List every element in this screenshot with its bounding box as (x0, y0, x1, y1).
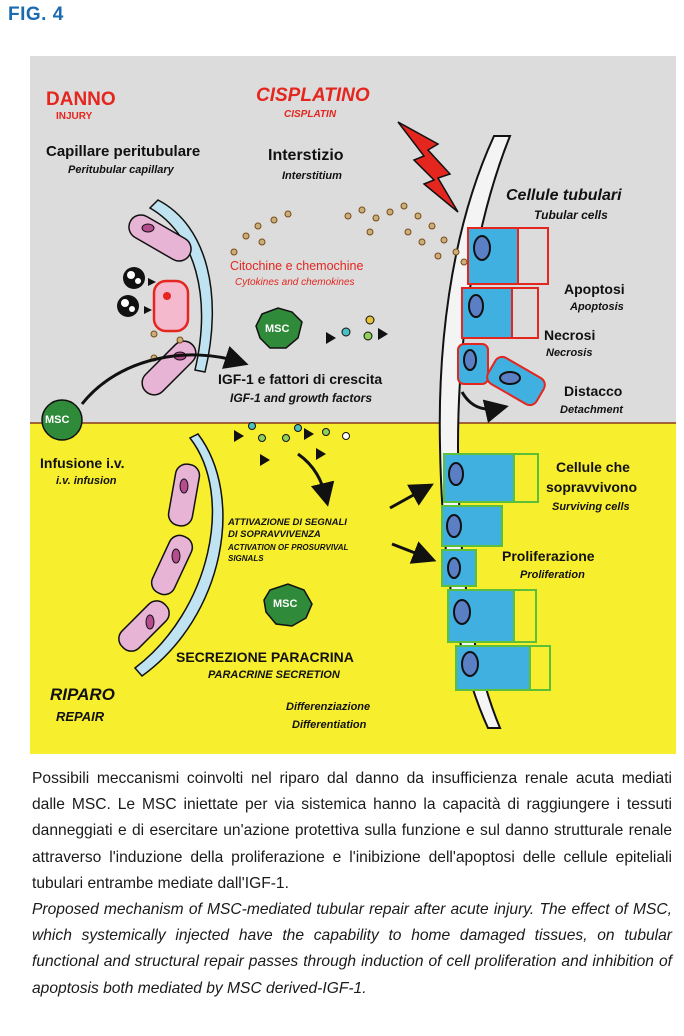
lightning-bolt-icon (397, 121, 459, 213)
label-proliferazione: Proliferazione (502, 548, 595, 564)
label-repair: REPAIR (56, 709, 105, 724)
caption-italian: Possibili meccanismi coinvolti nel ripar… (32, 770, 672, 892)
label-injury: INJURY (56, 111, 93, 122)
label-cisplatino: CISPLATINO (256, 85, 370, 106)
endothelial-cell (167, 463, 201, 527)
label-paracrine-secretion: PARACRINE SECRETION (208, 669, 340, 681)
endothelial-cell (118, 600, 170, 652)
label-attivazione-2: DI SOPRAVVIVENZA (228, 529, 321, 540)
label-distacco: Distacco (564, 383, 623, 399)
label-apoptosi: Apoptosi (564, 281, 625, 297)
label-cisplatin: CISPLATIN (284, 109, 337, 120)
cytokine-dots (150, 202, 468, 362)
signal-arrow (297, 452, 335, 507)
bottom-panel-background (30, 423, 676, 754)
label-iv-infusion: i.v. infusion (56, 475, 117, 487)
label-sopravvivono-2: sopravvivono (546, 479, 638, 495)
label-secrezione: SECREZIONE PARACRINA (176, 649, 354, 665)
label-apoptosis: Apoptosis (570, 301, 624, 313)
label-activation-2: SIGNALS (228, 554, 264, 563)
label-detachment: Detachment (560, 404, 623, 416)
label-capillary: Peritubular capillary (68, 164, 174, 176)
label-tubular-cells: Tubular cells (534, 208, 608, 222)
label-differentiation: Differentiation (292, 719, 367, 731)
label-sopravvivono-1: Cellule che (556, 459, 630, 475)
migration-arrow (80, 346, 249, 405)
endothelial-cell (150, 534, 194, 596)
detachment-arrow (460, 391, 509, 423)
label-cytokines: Cytokines and chemokines (235, 277, 355, 288)
label-proliferation: Proliferation (520, 569, 585, 581)
label-surviving-cells: Surviving cells (552, 501, 630, 513)
label-igf: IGF-1 e fattori di crescita (218, 371, 383, 387)
signal-arrow (391, 541, 437, 564)
diagram: DANNO INJURY CISPLATINO CISPLATIN Capill… (30, 56, 676, 754)
msc-cell-paracrine (263, 583, 313, 627)
figure-label: FIG. 4 (8, 4, 64, 25)
label-msc-iv: MSC (45, 414, 70, 426)
diagram-graphics (30, 56, 676, 754)
signal-arrow (389, 483, 434, 510)
capillary-wall-bottom (133, 433, 224, 678)
label-attivazione-1: ATTIVAZIONE DI SEGNALI (228, 517, 347, 528)
tubular-cells-damaged (457, 227, 549, 407)
label-msc-paracrine: MSC (273, 598, 298, 610)
msc-iv-cell (41, 399, 83, 441)
label-activation-1: ACTIVATION OF PROSURVIVAL (228, 543, 349, 552)
leukocyte-icon (117, 295, 139, 317)
label-danno: DANNO (46, 89, 116, 110)
label-riparo: RIPARO (50, 685, 115, 704)
msc-cell-top (255, 307, 303, 349)
label-cellule-tubulari: Cellule tubulari (506, 187, 622, 204)
tubular-cells-surviving (441, 453, 551, 691)
label-capillare: Capillare peritubulare (46, 143, 201, 160)
label-differenziazione: Differenziazione (286, 701, 371, 713)
caption-english: Proposed mechanism of MSC-mediated tubul… (32, 901, 672, 997)
label-infusione: Infusione i.v. (40, 455, 125, 471)
leukocyte-icon (123, 267, 145, 289)
label-msc-top: MSC (265, 323, 290, 335)
label-necrosi: Necrosi (544, 327, 596, 343)
apoptotic-cell (152, 279, 190, 333)
label-citochine: Citochine e chemochine (230, 259, 364, 273)
label-necrosis: Necrosis (546, 347, 593, 359)
label-igf-en: IGF-1 and growth factors (230, 391, 373, 405)
label-interstitium: Interstitium (282, 170, 342, 182)
label-interstizio: Interstizio (268, 147, 344, 164)
figure-caption: Possibili meccanismi coinvolti nel ripar… (32, 766, 672, 1002)
